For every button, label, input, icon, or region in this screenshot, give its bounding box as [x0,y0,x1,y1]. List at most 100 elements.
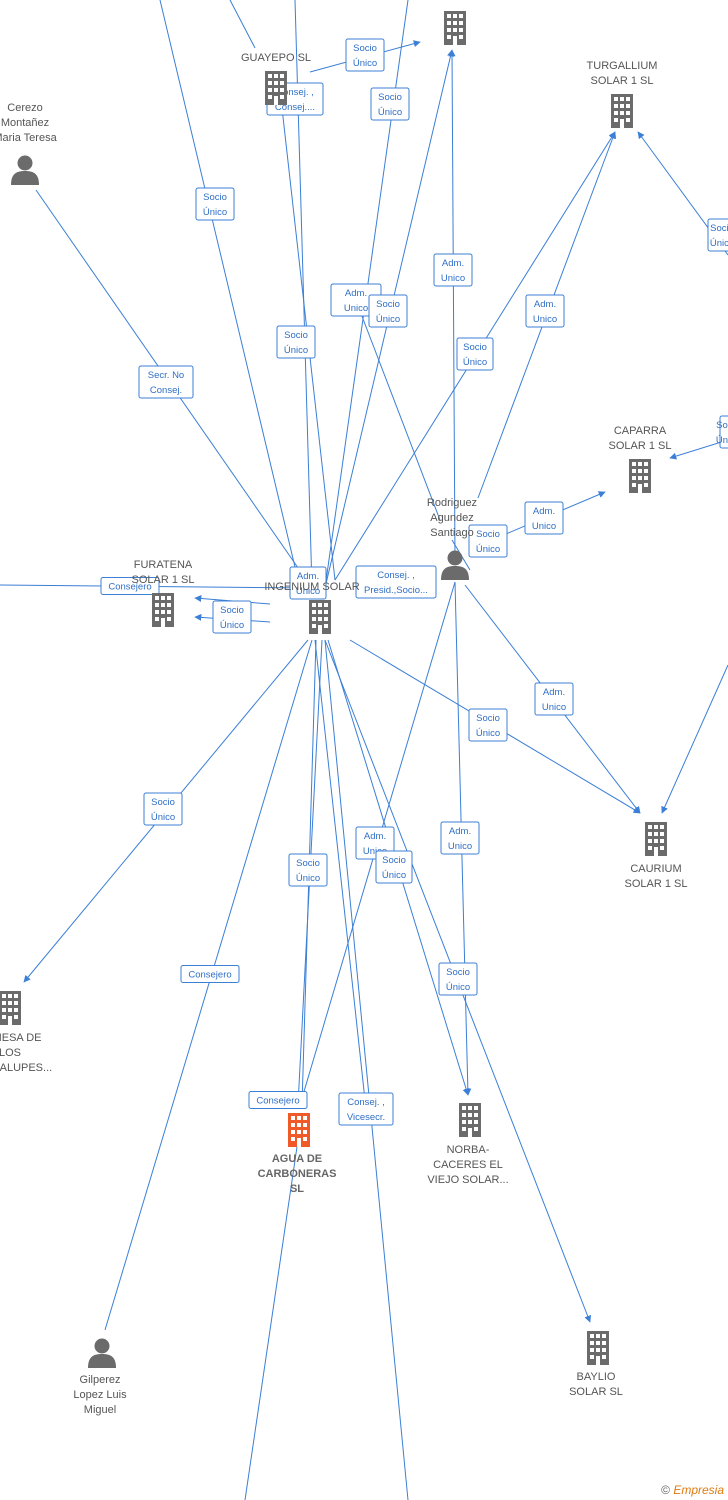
edge-label-text: Único [296,873,320,884]
edge-label-text: Único [151,812,175,823]
node-ingenium[interactable]: INGENIUM SOLAR [264,581,360,634]
building-icon [611,94,633,128]
edge-label[interactable]: Consejero [248,1091,308,1109]
node-furatena[interactable]: FURATENA SOLAR 1 SL [132,559,195,627]
edge-label[interactable]: Adm.Unico [440,821,480,855]
edge-label[interactable]: Consejero [100,577,160,595]
edge-line [104,639,313,1331]
edge-label-text: Socio [716,420,728,431]
edge-label-text: Único [378,107,402,118]
node-label: Santiago [430,527,473,539]
building-icon [444,11,466,45]
edge-line [661,664,728,814]
footer-credit: © Empresia [661,1483,724,1497]
edge-label-text: Socio [463,342,487,353]
building-icon [459,1103,481,1137]
edge-label-text: Unico [296,586,320,597]
edge-label-text: Único [476,728,500,739]
edge-label[interactable]: Adm.Unico [525,294,565,328]
edge-line [448,49,456,561]
building-icon [0,991,21,1025]
node-label: Gilperez [80,1374,121,1386]
edge-label[interactable]: Consej. ,Vicesecr. [338,1092,394,1126]
edge-label-text: Socio [376,299,400,310]
node-top-company[interactable]: SL [444,0,466,45]
node-label: SOLAR 1 SL [132,574,195,586]
edge-label-text: Consej. [150,385,182,396]
edge-label-text: Socio [476,529,500,540]
edge-line [354,297,441,521]
edge-label[interactable]: Adm.Unico [289,566,327,600]
node-label: Agundez [430,512,473,524]
edge-label-text: Adm. [534,299,556,310]
node-label: Maria Teresa [0,132,58,144]
edge-label[interactable]: Consejero [180,965,240,983]
edge-label-text: Secr. No [148,370,184,381]
edge-label-text: Consejero [108,582,151,593]
edge-label[interactable]: Consej. , Presid.,Socio... [355,565,437,599]
edge-label-text: Único [716,435,728,446]
edge-line [244,1139,299,1500]
edge-line [229,0,256,49]
edge-label-text: Presid.,Socio... [364,585,428,596]
edge-label-text: Socio [296,858,320,869]
edge-label-text: Consej.... [275,102,315,113]
edge-label-text: Socio [382,855,406,866]
edge-line [324,639,409,1500]
edge-label[interactable]: Adm.Unico [433,253,473,287]
node-label: SOLAR 1 SL [625,878,688,890]
edge-label-text: Socio [284,330,308,341]
edge-label-text: Unico [532,521,556,532]
node-label: Miguel [84,1404,116,1416]
brand-logo-text[interactable]: Empresia [673,1483,724,1497]
edge-label-text: Consej. , [347,1097,385,1108]
edge-label[interactable]: Adm.Unico [534,682,574,716]
edge-label-text: Único [220,620,244,631]
edge-label-text: Consej. , [377,570,415,581]
edge-label-text: Único [284,345,308,356]
node-label: FURATENA [134,559,193,571]
edge-line [314,639,366,1101]
edge-label-text: Consejero [188,970,231,981]
node-dehesa[interactable]: DEHESA DELOSGUADALUPES... [0,991,52,1074]
node-label: NORBA- [447,1144,490,1156]
edge-label[interactable]: Secr. No Consej. [138,365,194,399]
edge-label[interactable]: Adm.Unico [524,501,564,535]
copyright-symbol: © [661,1483,670,1497]
node-label: Rodriguez [427,497,477,509]
edge-line [669,439,728,460]
edge-label-text: Socio [220,605,244,616]
edge-label-text: Socio [446,967,470,978]
node-label: Lopez Luis [73,1389,127,1401]
edge-label-text: Consejero [256,1096,299,1107]
node-cerezo[interactable]: CerezoMontañezMaria Teresa [0,102,58,185]
building-icon [265,71,287,105]
edge-label-text: Socio [353,43,377,54]
edge-label-text: Socio [203,192,227,203]
edge-label-text: Único [353,58,377,69]
node-guayepo[interactable]: GUAYEPO SL [241,52,311,105]
